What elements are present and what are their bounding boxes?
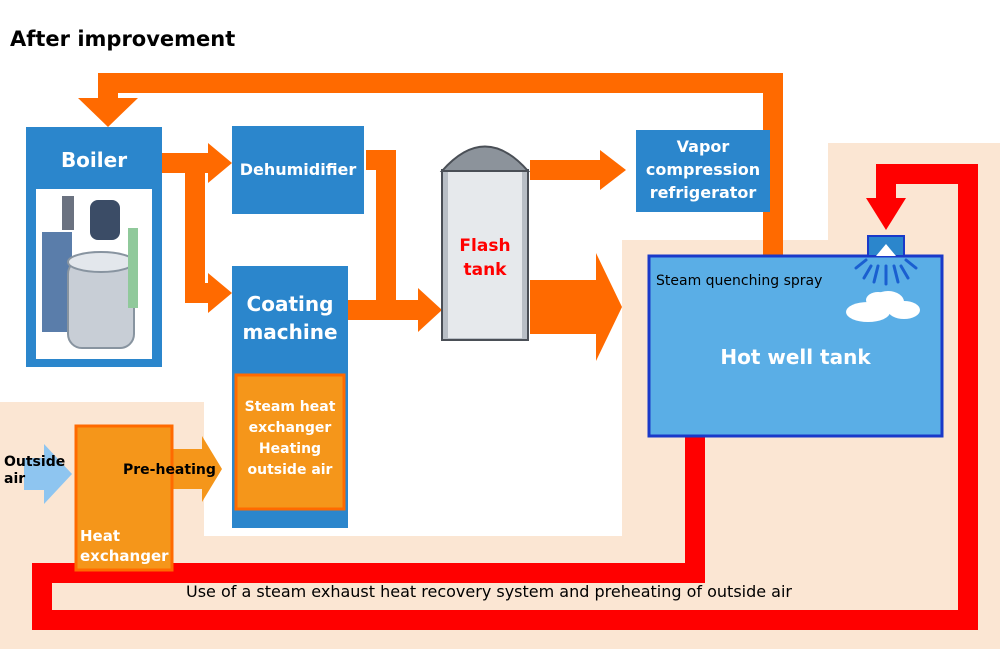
dehumidifier-box xyxy=(232,126,364,214)
flash-label-line2: tank xyxy=(463,260,507,280)
flash-label-line1: Flash xyxy=(459,236,511,256)
dehumidifier-label: Dehumidifier xyxy=(239,160,357,179)
vapor-inlet-arrowhead xyxy=(600,150,626,190)
spray-inlet-arrowhead xyxy=(866,198,906,230)
hot-well-tank-box xyxy=(647,254,944,438)
heat-exchanger-line2: exchanger xyxy=(80,547,169,565)
flash-inlet-arrowhead xyxy=(418,288,442,332)
heat-exchanger-label: Heat exchanger xyxy=(80,526,169,566)
spray-nozzle-arrow-icon xyxy=(876,244,896,256)
boiler-drum-top xyxy=(67,251,135,273)
preheating-arrow xyxy=(172,436,222,502)
boiler-inlet-arrowhead xyxy=(78,98,138,127)
dehumidifier-inlet-arrowhead xyxy=(208,143,232,183)
steam-quenching-spray-label: Steam quenching spray xyxy=(656,273,823,289)
hot-well-tank-label: Hot well tank xyxy=(720,345,871,369)
boiler-burner xyxy=(90,200,120,240)
spray-jets-icon xyxy=(854,258,918,286)
flash-tank-label: Flash tank xyxy=(442,234,528,282)
vapor-label-line1: Vapor xyxy=(676,137,730,156)
condensate-loop-pipe xyxy=(32,164,978,630)
coating-label-line1: Coating xyxy=(246,292,334,316)
vapor-label-line3: refrigerator xyxy=(649,183,757,202)
dehumidifier-exhaust-pipe xyxy=(366,150,420,320)
vapor-refrigerator-box xyxy=(636,130,770,212)
boiler-drum xyxy=(67,259,135,349)
coating-inlet-arrowhead xyxy=(208,273,232,313)
boiler-steam-pipe xyxy=(162,153,212,303)
boiler-pipe xyxy=(128,228,138,308)
steam-hx-line4: outside air xyxy=(247,462,333,478)
preheating-label: Pre-heating xyxy=(123,462,216,478)
outside-air-arrow xyxy=(24,444,72,504)
steam-return-pipe xyxy=(98,73,783,265)
steam-cloud-icon xyxy=(846,291,920,322)
flash-to-hotwell-arrow xyxy=(530,253,622,361)
boiler-stack xyxy=(62,196,74,230)
heat-exchanger-box xyxy=(74,424,174,572)
steam-hx-line3: Heating xyxy=(258,441,322,457)
flash-tank-dome xyxy=(439,145,531,172)
vapor-label-line2: compression xyxy=(645,160,761,179)
coating-machine-label: Coating machine xyxy=(232,290,348,346)
vapor-refrigerator-label: Vapor compression refrigerator xyxy=(636,135,770,204)
outside-air-label: Outside air xyxy=(4,454,65,488)
heat-exchanger-line1: Heat xyxy=(80,527,121,545)
outside-air-line2: air xyxy=(4,471,26,487)
boiler-label: Boiler xyxy=(60,148,128,172)
steam-hx-line1: Steam heat xyxy=(244,399,336,415)
coating-label-line2: machine xyxy=(242,320,338,344)
steam-heat-exchanger-label: Steam heat exchanger Heating outside air xyxy=(236,397,344,481)
steam-heat-exchanger-box xyxy=(234,373,346,511)
diagram-caption: Use of a steam exhaust heat recovery sys… xyxy=(186,582,793,601)
flash-tank-highlight xyxy=(448,172,522,338)
page-title: After improvement xyxy=(10,27,236,51)
outside-air-line1: Outside xyxy=(4,454,66,470)
steam-hx-line2: exchanger xyxy=(248,420,332,436)
